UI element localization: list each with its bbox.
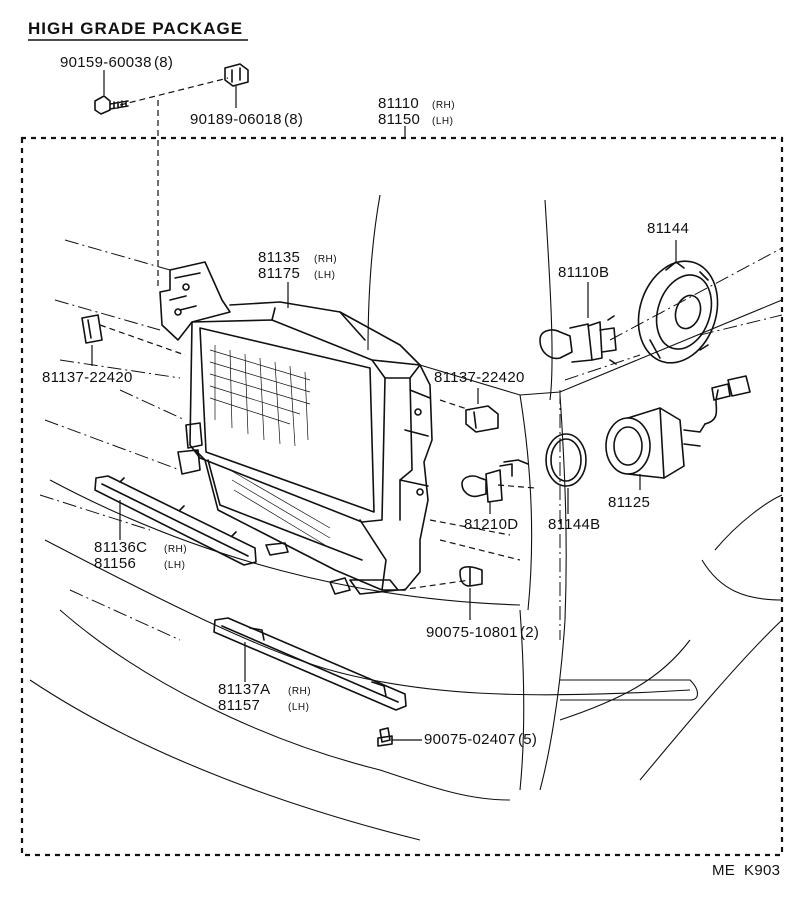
upper-moulding-rh-side: (RH) [164, 544, 187, 555]
lower-moulding-lh-side: (LH) [288, 702, 309, 713]
headlamp-unit-rh-side: (RH) [314, 254, 337, 265]
construction-lines [39, 239, 783, 641]
clip-nut-part [224, 63, 249, 87]
grommet-part [459, 566, 483, 587]
assembly-border [20, 136, 784, 857]
lower-moulding-rh-number: 81137A [218, 681, 270, 698]
screw-part [377, 727, 393, 747]
figure-code: ME K903 [712, 862, 780, 879]
headlamp-housing [159, 261, 433, 595]
headlamp-unit-lh-side: (LH) [314, 270, 335, 281]
socket-cover-part [637, 260, 719, 364]
headlamp-unit-lh-number: 81175 [258, 265, 300, 282]
upper-moulding-lh-side: (LH) [164, 560, 185, 571]
gasket-part [545, 433, 587, 487]
headlamp-assy-rh-number: 81110 [378, 95, 419, 112]
lower-moulding-rh-side: (RH) [288, 686, 311, 697]
upper-moulding-lh-number: 81156 [94, 555, 136, 572]
socket-cover-part-number: 81144 [647, 220, 689, 237]
grommet-qty: (2) [520, 624, 539, 641]
screw-part-number: 90075-02407 [424, 731, 516, 748]
clip-right-part-number: 81137-22420 [434, 369, 525, 386]
headlamp-bulb-part [539, 315, 617, 365]
clip-left-part [81, 314, 103, 344]
gasket-part-number: 81144B [548, 516, 600, 533]
diagram-title: HIGH GRADE PACKAGE [28, 19, 243, 38]
screw-qty: (5) [518, 731, 537, 748]
upper-moulding-rh-number: 81136C [94, 539, 147, 556]
lower-moulding-lh-number: 81157 [218, 697, 260, 714]
grommet-part-number: 90075-10801 [426, 624, 518, 641]
small-bulb-part-number: 81210D [464, 516, 518, 533]
bolt-screw-part [94, 95, 129, 115]
bolt-part-number: 90159-60038 [60, 54, 152, 71]
small-bulb-part [461, 459, 529, 503]
clip-nut-qty: (8) [284, 111, 303, 128]
bulb-part-number: 81110B [558, 264, 609, 281]
lower-moulding-part [213, 617, 407, 711]
headlamp-lens-pattern [209, 345, 331, 546]
clip-right-part [465, 405, 499, 433]
fog-lamp-part-number: 81125 [608, 494, 650, 511]
headlamp-assy-lh-number: 81150 [378, 111, 420, 128]
clip-left-part-number: 81137-22420 [42, 369, 133, 386]
headlamp-assy-lh-side: (LH) [432, 116, 453, 127]
upper-moulding-part [94, 475, 257, 566]
clip-nut-part-number: 90189-06018 [190, 111, 282, 128]
headlamp-unit-rh-number: 81135 [258, 249, 300, 266]
assembly-guide-lines [99, 77, 536, 591]
headlamp-assy-rh-side: (RH) [432, 100, 455, 111]
fog-lamp-part [605, 375, 751, 479]
bolt-qty: (8) [154, 54, 173, 71]
car-body-outline [29, 194, 783, 841]
